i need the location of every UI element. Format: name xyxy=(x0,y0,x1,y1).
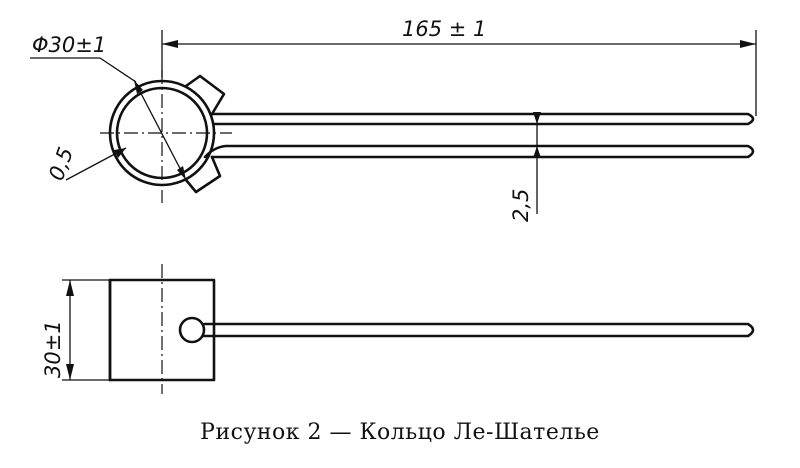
length-arrow-left xyxy=(162,40,178,48)
length-arrow-right xyxy=(740,40,756,48)
arm-eye xyxy=(178,316,206,344)
diameter-leader xyxy=(99,57,137,83)
indicator-arm-lower xyxy=(203,144,755,159)
gap-arrow-bottom xyxy=(533,146,541,158)
clip-upper xyxy=(184,74,226,116)
front-view: 30±1 xyxy=(41,264,755,394)
height-arrow-bottom xyxy=(66,364,74,380)
le-chatelier-ring-drawing: Φ30±1 0,5 165 ± 1 2,5 30±1 xyxy=(30,17,757,394)
gap-arrow-top xyxy=(533,112,541,124)
thickness-arrow xyxy=(114,148,126,158)
thickness-label: 0,5 xyxy=(44,144,78,184)
diameter-arrow-top xyxy=(134,80,143,94)
figure-caption: Рисунок 2 — Кольцо Ле-Шателье xyxy=(200,420,600,445)
diameter-label: Φ30±1 xyxy=(32,33,106,57)
height-arrow-top xyxy=(66,280,74,296)
top-view: Φ30±1 0,5 165 ± 1 2,5 xyxy=(30,17,757,222)
indicator-arm-upper xyxy=(210,112,755,126)
diameter-arrow-bottom xyxy=(177,166,186,180)
length-label: 165 ± 1 xyxy=(402,17,486,41)
height-label: 30±1 xyxy=(41,320,65,378)
gap-label: 2,5 xyxy=(509,189,533,222)
clip-lower xyxy=(184,155,222,194)
indicator-arm-front xyxy=(202,322,755,338)
diameter-dim-line xyxy=(133,79,187,181)
